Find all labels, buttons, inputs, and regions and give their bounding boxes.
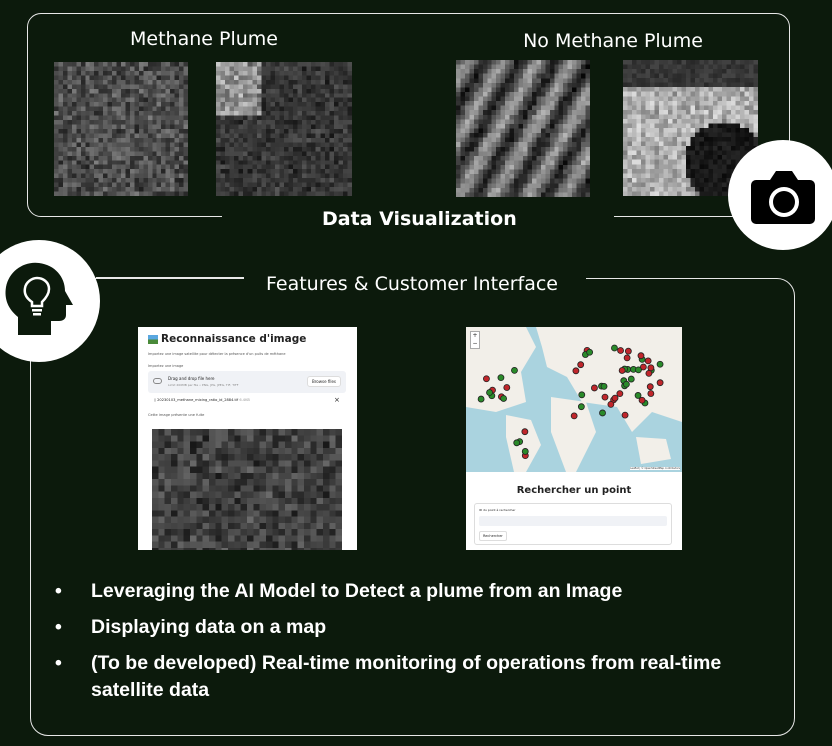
map-marker[interactable]: [578, 391, 586, 399]
map-marker[interactable]: [503, 384, 511, 391]
map-marker[interactable]: [644, 357, 652, 365]
map-marker[interactable]: [500, 395, 507, 402]
map-marker[interactable]: [511, 366, 518, 374]
map-marker[interactable]: [627, 375, 635, 383]
cloud-upload-icon: [153, 378, 162, 384]
map-marker[interactable]: [513, 439, 521, 447]
map-screenshot: +− Leaflet | © OpenStreetMap contributor…: [466, 327, 682, 550]
map-marker[interactable]: [591, 384, 598, 392]
map-marker[interactable]: [586, 348, 594, 356]
search-point-title: Rechercher un point: [516, 485, 632, 496]
bullet-item: (To be developed) Real-time monitoring o…: [55, 650, 785, 704]
no-methane-plume-label: No Methane Plume: [523, 30, 703, 52]
map-marker[interactable]: [611, 344, 618, 352]
map-marker[interactable]: [622, 380, 630, 388]
map-marker[interactable]: [521, 428, 529, 436]
head-lightbulb-icon: [5, 262, 73, 335]
camera-icon: [751, 171, 815, 224]
uploaded-file: ▯ 20230103_methane_mixing_ratio_id_2884.…: [154, 398, 250, 402]
map-marker[interactable]: [601, 393, 609, 401]
map-marker[interactable]: [646, 383, 654, 391]
search-form: ID du point à rechercher Rechercher: [474, 503, 672, 545]
data-visualization-title: Data Visualization: [322, 208, 517, 230]
zoom-controls: +−: [470, 331, 480, 349]
upload-label: Importez une image: [148, 364, 184, 368]
map-marker[interactable]: [617, 347, 624, 354]
no-methane-image-1: [456, 60, 590, 197]
file-icon: ▯: [154, 398, 158, 402]
map-marker[interactable]: [486, 389, 493, 396]
map-marker[interactable]: [577, 361, 585, 369]
map-marker[interactable]: [634, 392, 642, 399]
search-button[interactable]: Rechercher: [479, 531, 507, 541]
map-marker[interactable]: [572, 367, 580, 375]
map-marker[interactable]: [521, 448, 529, 455]
bullet-item: Displaying data on a map: [55, 614, 785, 641]
map-marker[interactable]: [621, 411, 629, 419]
feature-list: Leveraging the AI Model to Detect a plum…: [55, 578, 785, 713]
file-dropzone[interactable]: Drag and drop file here Limit 200MB per …: [148, 371, 346, 393]
map-marker[interactable]: [607, 400, 615, 408]
map-marker[interactable]: [638, 396, 646, 404]
map-marker[interactable]: [624, 347, 632, 355]
map-marker[interactable]: [645, 369, 653, 377]
map-marker[interactable]: [616, 390, 624, 398]
map-marker[interactable]: [477, 395, 485, 403]
map-marker[interactable]: [647, 364, 655, 372]
map-marker[interactable]: [577, 403, 585, 411]
drop-text: Drag and drop file here: [168, 376, 215, 381]
map-marker[interactable]: [483, 375, 490, 383]
map-marker[interactable]: [611, 394, 619, 402]
result-text: Cette image présente une fuite: [148, 413, 205, 417]
app1-title: Reconnaissance d'image: [161, 333, 307, 345]
methane-image-2: [216, 62, 352, 196]
zoom-out-button[interactable]: −: [472, 340, 478, 347]
methane-plume-label: Methane Plume: [130, 28, 278, 50]
app1-subtitle: Importez une image satellite pour détect…: [148, 352, 286, 356]
map-marker[interactable]: [647, 390, 655, 397]
point-id-label: ID du point à rechercher: [479, 508, 516, 512]
map-marker[interactable]: [656, 360, 664, 368]
landscape-icon: [148, 334, 158, 344]
map-marker[interactable]: [637, 352, 645, 360]
world-map[interactable]: [466, 327, 682, 472]
map-marker[interactable]: [639, 363, 647, 371]
point-id-input[interactable]: [479, 516, 667, 526]
methane-image-1: [54, 62, 188, 196]
image-recognition-screenshot: Reconnaissance d'image Importez une imag…: [138, 327, 357, 550]
map-attribution: Leaflet | © OpenStreetMap contributors: [630, 467, 680, 470]
zoom-in-button[interactable]: +: [472, 332, 478, 339]
map-marker[interactable]: [570, 412, 578, 420]
map-marker[interactable]: [618, 367, 626, 374]
map-marker[interactable]: [599, 409, 606, 417]
camera-badge: [728, 140, 832, 250]
features-title: Features & Customer Interface: [266, 273, 558, 295]
ai-head-badge: [0, 240, 100, 362]
map-marker[interactable]: [635, 366, 642, 374]
bullet-item: Leveraging the AI Model to Detect a plum…: [55, 578, 785, 605]
map-marker[interactable]: [623, 354, 631, 362]
map-marker[interactable]: [600, 382, 608, 390]
map-marker[interactable]: [656, 379, 664, 387]
limit-text: Limit 200MB per file • PNG, JPG, JPEG, T…: [168, 383, 239, 387]
browse-files-button[interactable]: Browse files: [306, 376, 341, 387]
result-image: [152, 429, 342, 550]
map-marker[interactable]: [497, 374, 505, 382]
remove-file-button[interactable]: ×: [334, 396, 340, 404]
